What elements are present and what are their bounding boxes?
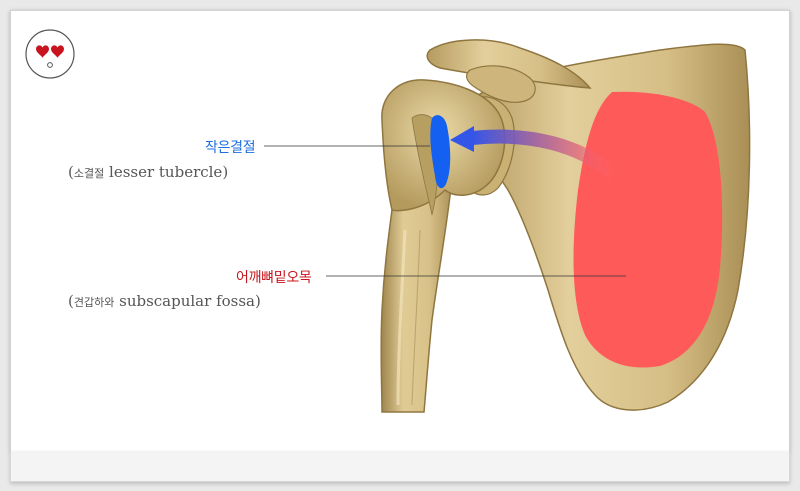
english-term: lesser tubercle: [109, 163, 223, 181]
label-subscapular-fossa-english: (견갑하와 subscapular fossa): [68, 292, 261, 310]
paren-close: ): [222, 163, 229, 181]
coracoid-process: [466, 65, 536, 103]
label-lesser-tubercle-english: (소결절 lesser tubercle): [68, 163, 228, 181]
english-term: subscapular fossa: [119, 292, 255, 310]
paren-close: ): [255, 292, 261, 310]
label-subscapular-fossa-korean: 어깨뼈밑오목: [236, 270, 312, 286]
paren-open: (: [68, 292, 74, 310]
insertion-arrow: [471, 129, 620, 181]
insertion-arrow-head: [450, 126, 474, 152]
label-lesser-tubercle-korean: 작은결절: [205, 140, 256, 156]
heart-eyes-emoji-icon: [25, 29, 75, 79]
alt-korean-term: 소결절: [73, 167, 105, 180]
slide-footer-bar: [10, 451, 790, 482]
lesser-tubercle-highlight: [430, 115, 451, 189]
alt-korean-term: 견갑하와: [73, 296, 115, 309]
subscapular-fossa-highlight: [573, 91, 723, 368]
acromion: [426, 39, 592, 89]
paren-open: (: [68, 163, 74, 181]
